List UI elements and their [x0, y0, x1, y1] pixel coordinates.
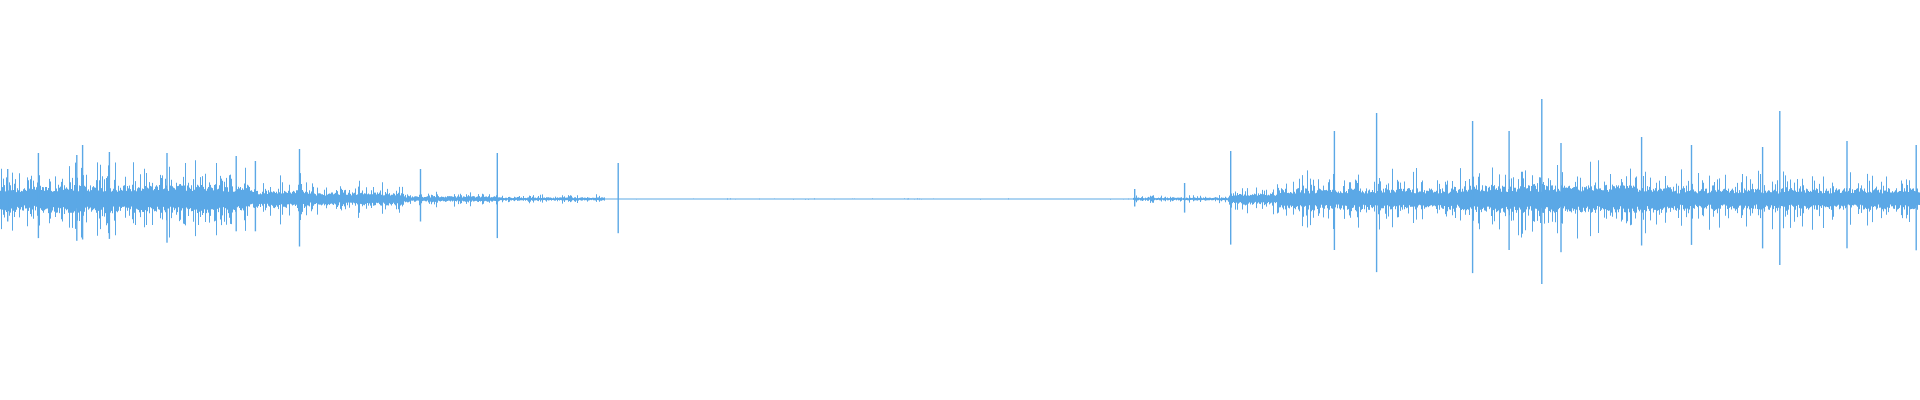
- waveform-path: [0, 160, 1920, 239]
- waveform-spikes: [6, 99, 1917, 284]
